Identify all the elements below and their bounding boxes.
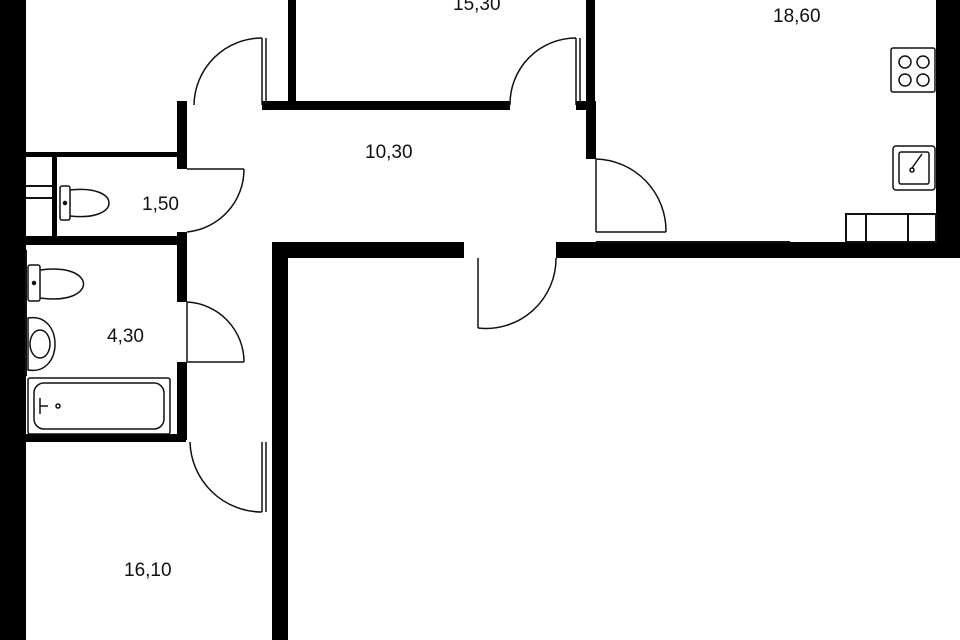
bath-area-label: 4,30 — [107, 326, 144, 347]
door-wc — [186, 168, 245, 233]
wall-large-room-left — [272, 242, 288, 640]
wall-room-b-left — [586, 101, 596, 159]
room-b-area-label: 18,60 — [773, 6, 821, 27]
hall-area-label: 10,30 — [365, 142, 413, 163]
wall-hall-left-mid — [177, 232, 187, 302]
stove-icon — [890, 47, 936, 93]
room-a-area-label: 15,30 — [453, 0, 501, 15]
wall-left-outer — [0, 0, 26, 640]
thin-lines — [25, 185, 937, 376]
wall-wc-inner — [52, 152, 57, 240]
wall-room-a-left — [288, 0, 296, 105]
wc-area-label: 1,50 — [142, 194, 179, 215]
wall-bath-bottom — [26, 434, 186, 442]
window-room-b — [845, 213, 937, 243]
doors — [186, 37, 667, 513]
toilet-wc-icon — [59, 185, 110, 221]
washbasin-icon — [27, 317, 56, 371]
wall-hall-bottom — [272, 242, 464, 258]
door-bath — [186, 301, 245, 363]
room-c-area-label: 16,10 — [124, 560, 172, 581]
door-room-c — [189, 441, 267, 513]
door-room-a-left — [193, 37, 267, 106]
bathtub-icon — [27, 377, 171, 435]
wall-hall-top — [262, 101, 510, 110]
toilet-bath-icon — [27, 264, 84, 302]
wall-hall-left-low — [177, 362, 187, 440]
kitchen-sink-icon — [892, 145, 936, 191]
wall-room-b-bottom — [556, 242, 960, 258]
wall-wc-bottom — [26, 236, 177, 245]
wall-room-a-right — [586, 0, 595, 105]
wall-hall-left-upper — [177, 101, 187, 169]
wall-room-b-right — [936, 0, 960, 258]
door-room-a-right — [509, 37, 581, 106]
door-large-room — [477, 257, 557, 330]
wall-wc-top — [26, 152, 177, 157]
door-room-b — [595, 158, 667, 233]
